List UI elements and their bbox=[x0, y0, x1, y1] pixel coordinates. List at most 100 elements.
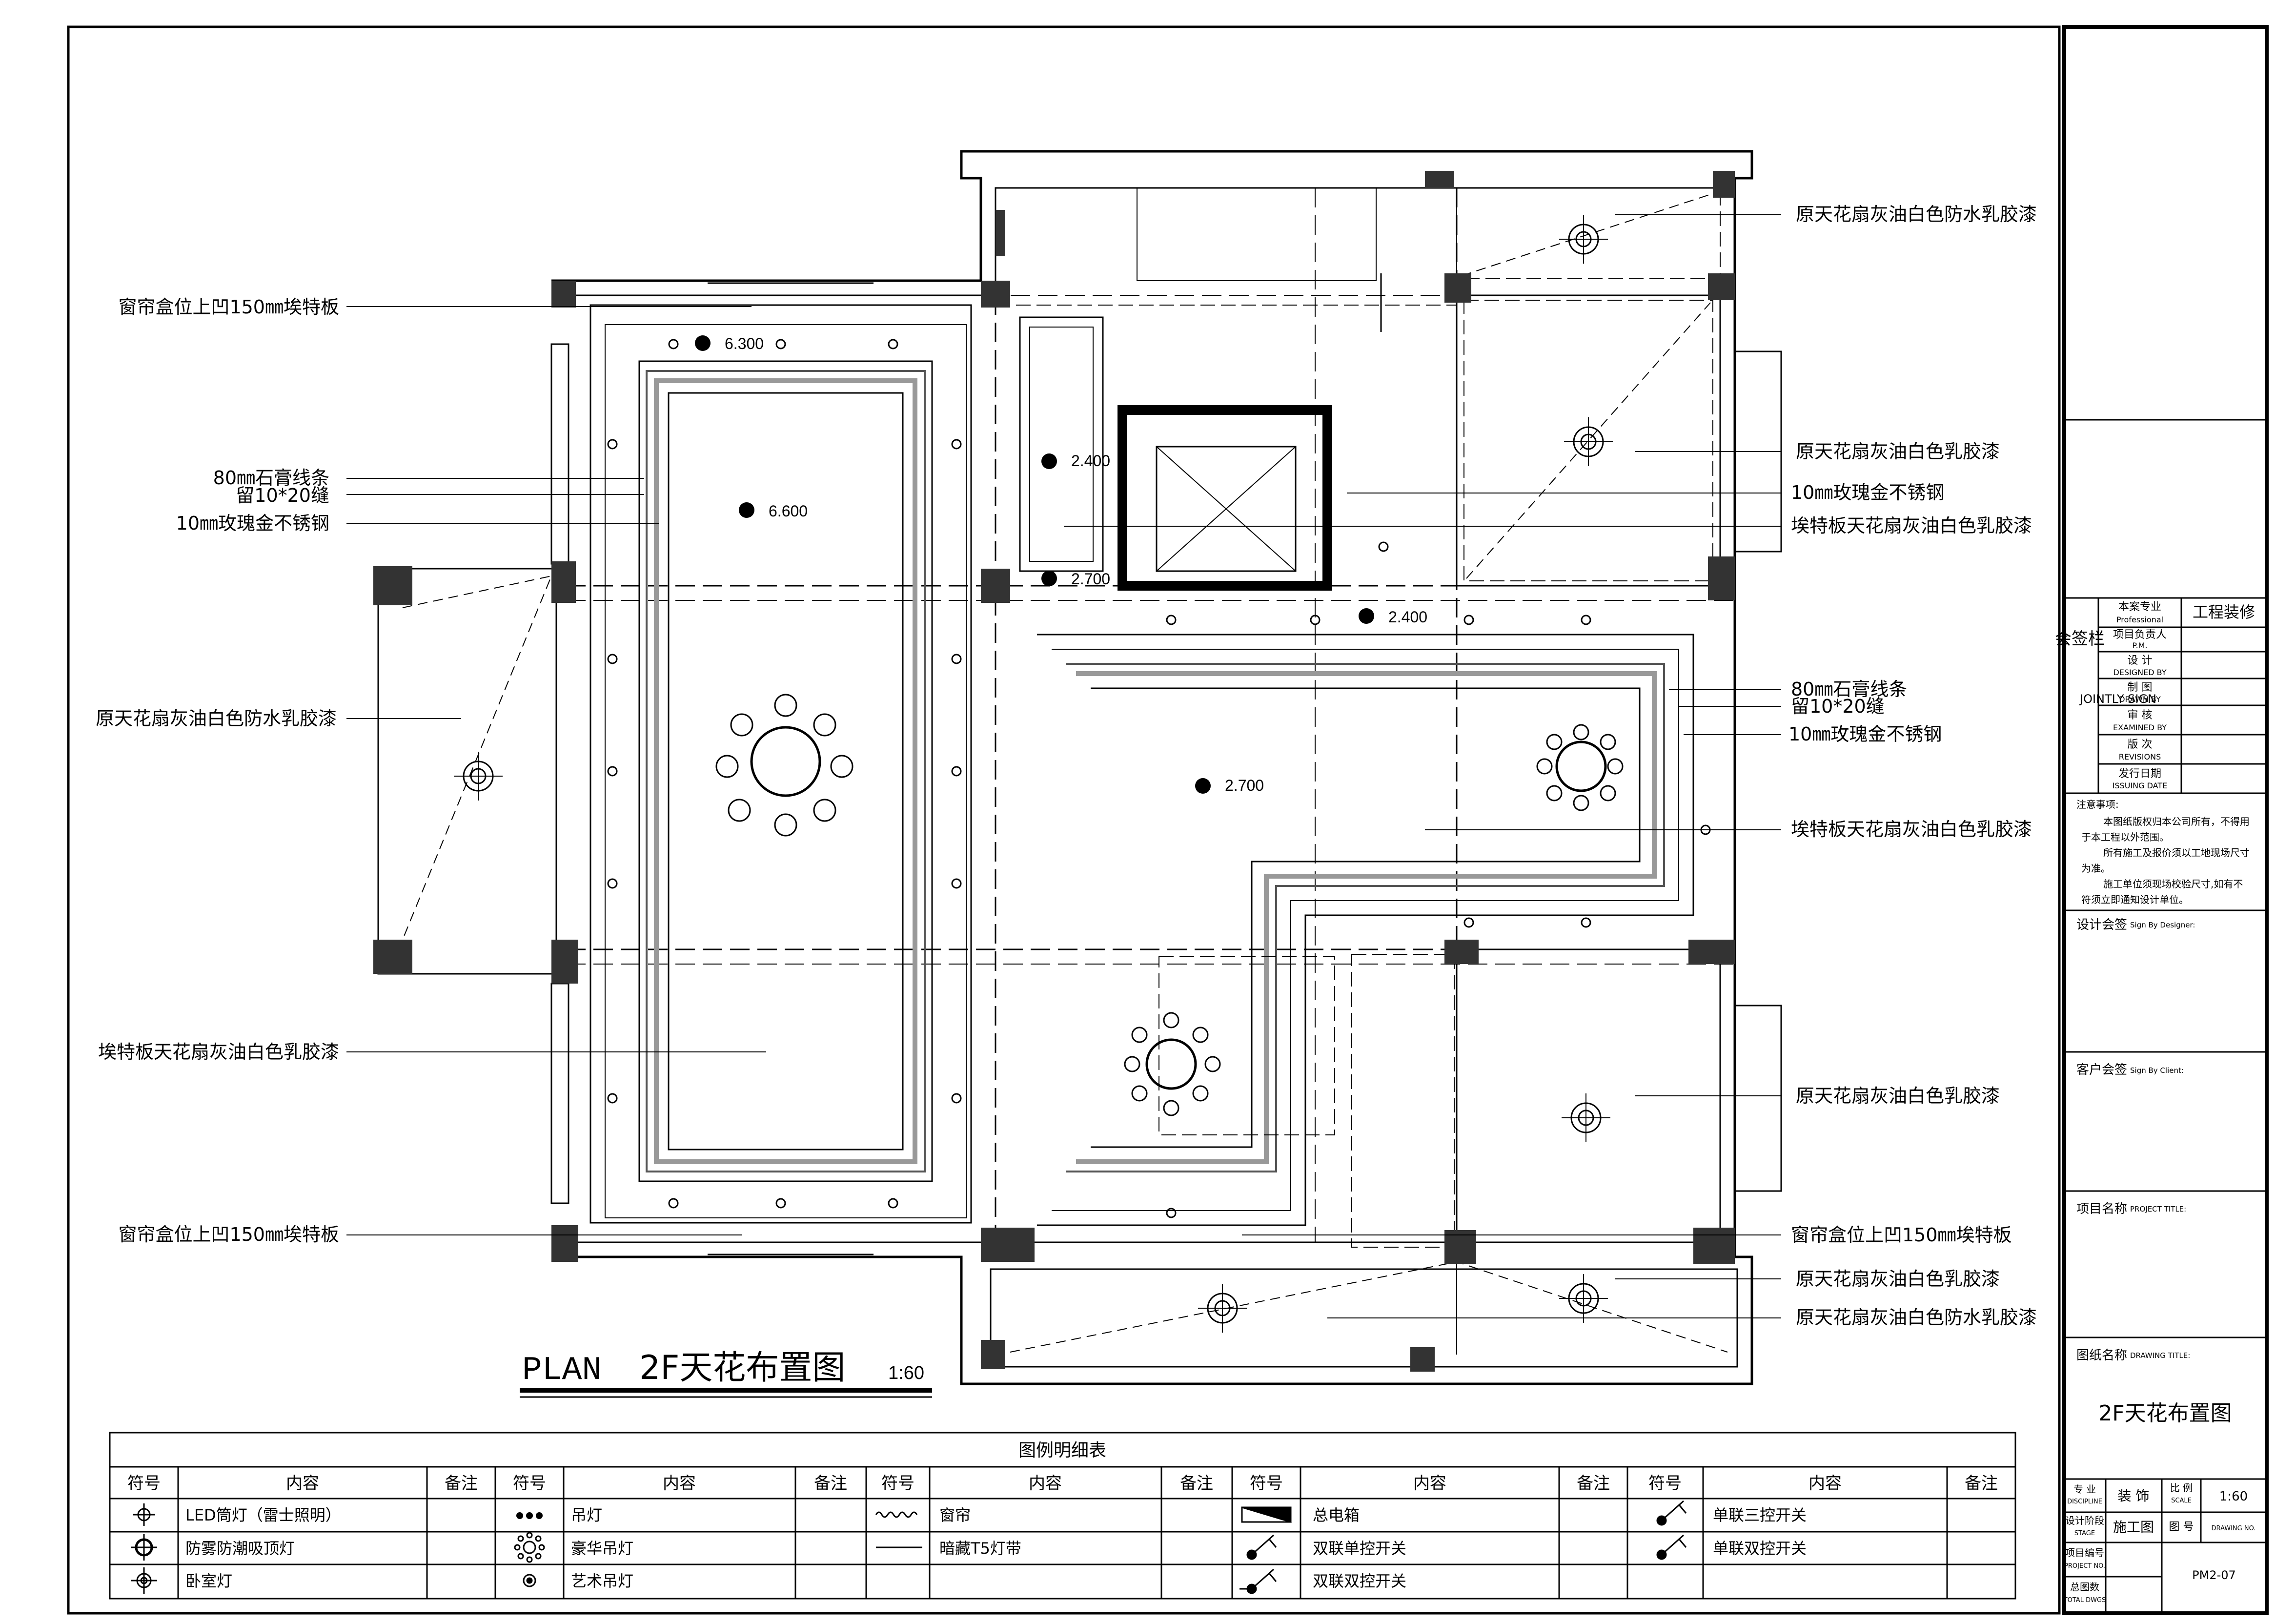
outer-wall bbox=[551, 150, 1753, 1385]
svg-text:会签栏: 会签栏 bbox=[2055, 629, 2105, 649]
svg-text:双联单控开关: 双联单控开关 bbox=[1313, 1539, 1406, 1558]
svg-text:TOTAL DWGS: TOTAL DWGS bbox=[2063, 1597, 2106, 1604]
bottom-right-room-dashed bbox=[1351, 954, 1455, 1248]
svg-text:防雾防潮吸顶灯: 防雾防潮吸顶灯 bbox=[185, 1539, 295, 1558]
svg-text:LED筒灯（雷士照明）: LED筒灯（雷士照明） bbox=[185, 1506, 341, 1524]
svg-text:符号: 符号 bbox=[1250, 1474, 1283, 1493]
dining-dashed-zone bbox=[1158, 956, 1335, 1135]
svg-text:1:60: 1:60 bbox=[2219, 1489, 2248, 1504]
drawing-title-prefix: PLAN bbox=[522, 1352, 602, 1389]
leader-lines bbox=[346, 214, 1781, 1318]
left-window-upper bbox=[550, 343, 569, 565]
svg-text:版 次: 版 次 bbox=[2128, 739, 2153, 751]
elevator-car bbox=[1156, 446, 1297, 572]
annotation-left: 窗帘盒位上凹150㎜埃特板 bbox=[118, 296, 339, 318]
svg-text:DESIGNED BY: DESIGNED BY bbox=[2113, 668, 2166, 677]
svg-text:窗帘: 窗帘 bbox=[939, 1506, 971, 1524]
elevation-label: 6.600 bbox=[769, 502, 808, 520]
svg-text:备注: 备注 bbox=[1180, 1474, 1213, 1493]
legend-headers: 符号内容备注 符号内容备注 符号内容备注 符号内容备注 符号内容备注 bbox=[127, 1474, 1998, 1493]
elevation-label: 6.300 bbox=[725, 335, 764, 352]
chandelier-icon bbox=[1145, 1038, 1197, 1090]
annotation-right: 原天花扇灰油白色防水乳胶漆 bbox=[1796, 204, 2037, 225]
elevation-markers bbox=[695, 335, 1374, 794]
svg-text:符须立即通知设计单位。: 符须立即通知设计单位。 bbox=[2081, 894, 2189, 905]
svg-text:双联双控开关: 双联双控开关 bbox=[1313, 1572, 1406, 1590]
drawing-title-main: 2F天花布置图 bbox=[639, 1349, 845, 1387]
light-crosshairs bbox=[454, 215, 1613, 1333]
svg-text:备注: 备注 bbox=[445, 1474, 478, 1493]
title-block-jointly-sign: 会签栏 bbox=[2055, 629, 2105, 649]
luxury-chandelier-icon bbox=[523, 1541, 536, 1554]
right-bay-lower bbox=[1735, 1005, 1782, 1192]
project-title-en: PROJECT TITLE: bbox=[2130, 1205, 2186, 1213]
annotation-left: 原天花扇灰油白色防水乳胶漆 bbox=[96, 708, 337, 729]
elevation-label: 2.700 bbox=[1225, 777, 1264, 794]
annotation-left: 80㎜石膏线条 bbox=[213, 467, 329, 489]
title-block-frame bbox=[2062, 25, 2269, 1615]
top-right-bath bbox=[1456, 187, 1721, 279]
annotation-right: 原天花扇灰油白色防水乳胶漆 bbox=[1796, 1307, 2037, 1328]
legend-symbols bbox=[131, 1500, 1687, 1594]
svg-text:于本工程以外范围。: 于本工程以外范围。 bbox=[2081, 831, 2169, 843]
svg-text:所有施工及报价须以工地现场尺寸: 所有施工及报价须以工地现场尺寸 bbox=[2103, 847, 2250, 859]
top-right-room bbox=[1456, 294, 1721, 587]
left-balcony-dashed bbox=[402, 575, 552, 940]
svg-text:备注: 备注 bbox=[814, 1474, 847, 1493]
annotation-right: 埃特板天花扇灰油白色乳胶漆 bbox=[1791, 515, 2032, 536]
svg-text:比 例: 比 例 bbox=[2170, 1482, 2193, 1494]
designer-sign-en: Sign By Designer: bbox=[2130, 921, 2195, 929]
drawing-frame bbox=[67, 25, 2061, 1615]
living-ceiling-rim1 bbox=[646, 370, 926, 1172]
living-ceiling-inner bbox=[638, 360, 933, 1182]
svg-text:为准。: 为准。 bbox=[2081, 863, 2111, 874]
legend-table bbox=[109, 1432, 2016, 1600]
svg-text:PROJECT NO.: PROJECT NO. bbox=[2064, 1562, 2105, 1570]
annotation-left: 埃特板天花扇灰油白色乳胶漆 bbox=[98, 1041, 339, 1063]
svg-text:项目编号: 项目编号 bbox=[2065, 1547, 2104, 1559]
dining-ceiling-inner bbox=[1091, 687, 1641, 1148]
chandelier-icon bbox=[1555, 740, 1607, 792]
svg-text:内容: 内容 bbox=[663, 1474, 696, 1493]
drawing-title-scale: 1:60 bbox=[888, 1363, 924, 1383]
balcony-dashed bbox=[1010, 1261, 1728, 1353]
svg-text:审 核: 审 核 bbox=[2128, 709, 2153, 721]
annotation-right: 原天花扇灰油白色乳胶漆 bbox=[1796, 441, 2000, 462]
svg-text:总电箱: 总电箱 bbox=[1313, 1506, 1360, 1524]
living-ceiling-rim2 bbox=[654, 378, 917, 1164]
stair-room bbox=[995, 187, 1457, 306]
svg-text:EXAMINED BY: EXAMINED BY bbox=[2113, 723, 2167, 732]
annotation-right: 留10*20缝 bbox=[1791, 696, 1885, 717]
svg-text:Professional: Professional bbox=[2116, 615, 2163, 624]
living-ceiling-rim3 bbox=[668, 392, 904, 1151]
annotation-right: 埃特板天花扇灰油白色乳胶漆 bbox=[1791, 819, 2032, 840]
pendant-lamp-icon bbox=[516, 1512, 543, 1519]
annotation-right: 10㎜玫瑰金不锈钢 bbox=[1788, 723, 1942, 745]
svg-text:项目负责人: 项目负责人 bbox=[2113, 629, 2167, 641]
annotation-right: 80㎜石膏线条 bbox=[1791, 678, 1907, 700]
elevation-label: 2.700 bbox=[1071, 570, 1110, 588]
living-ceiling-mid bbox=[605, 324, 967, 1218]
svg-text:图 号: 图 号 bbox=[2169, 1521, 2194, 1533]
svg-text:专 业: 专 业 bbox=[2073, 1483, 2096, 1495]
led-downlight-icons bbox=[607, 339, 1711, 1218]
stair-steps bbox=[1137, 188, 1377, 281]
company-header: 工程装修 bbox=[2193, 603, 2255, 621]
jointly-sign-en: JOINTLY SIGN bbox=[2079, 692, 2156, 706]
title-block-cells: 专 业 DISCIPLINE 装 饰 比 例 SCALE 1:60 设计阶段 S… bbox=[2063, 1482, 2256, 1604]
svg-text:单联双控开关: 单联双控开关 bbox=[1713, 1539, 1807, 1558]
dining-ceiling-mid bbox=[1052, 649, 1679, 1211]
legend-title: 图例明细表 bbox=[1018, 1440, 1106, 1460]
living-ceiling-outer bbox=[589, 304, 972, 1224]
svg-text:制 图: 制 图 bbox=[2128, 681, 2153, 694]
curtain-icon bbox=[875, 1511, 918, 1518]
notes: 注意事项: 本图纸版权归本公司所有，不得用 于本工程以外范围。 所有施工及报价须… bbox=[2076, 799, 2250, 905]
narrow-ceiling-outer bbox=[1019, 316, 1104, 572]
drawing-title-label: 图纸名称 bbox=[2076, 1348, 2127, 1363]
left-window-lower bbox=[550, 983, 569, 1204]
svg-text:卧室灯: 卧室灯 bbox=[185, 1572, 232, 1590]
svg-text:发行日期: 发行日期 bbox=[2118, 768, 2161, 780]
svg-text:本图纸版权归本公司所有，不得用: 本图纸版权归本公司所有，不得用 bbox=[2103, 816, 2250, 827]
art-chandelier-icon bbox=[523, 1574, 536, 1587]
